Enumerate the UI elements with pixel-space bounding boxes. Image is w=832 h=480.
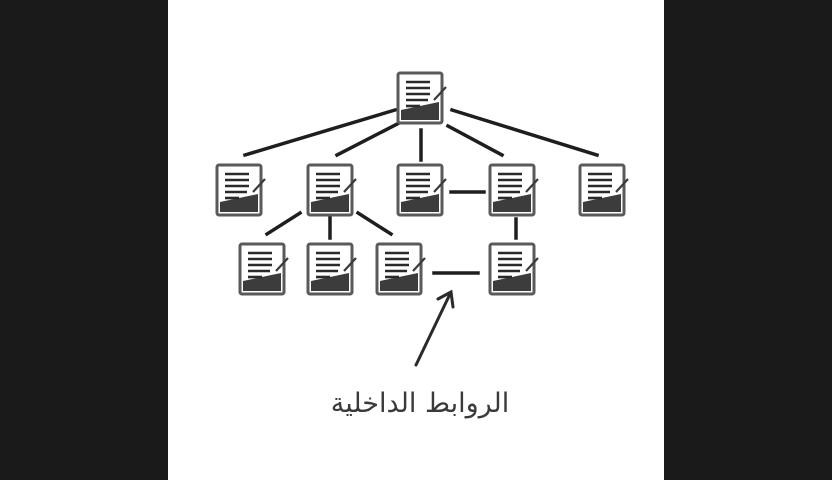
document-icon	[375, 242, 427, 296]
right-letterbox	[664, 0, 832, 480]
document-icon	[215, 163, 267, 217]
document-icon	[488, 242, 540, 296]
document-icon	[238, 242, 290, 296]
arrow-up-right-icon	[414, 289, 455, 367]
document-icon	[578, 163, 630, 217]
link-n2-c1	[264, 210, 303, 237]
link-root-n5	[449, 107, 600, 158]
document-icon	[488, 163, 540, 217]
document-icon	[306, 163, 358, 217]
document-icon	[396, 71, 448, 125]
link-lines	[242, 107, 600, 275]
left-letterbox	[0, 0, 168, 480]
link-root-n4	[445, 123, 505, 158]
link-root-n1	[242, 107, 398, 158]
diagram-caption: الروابط الداخلية	[330, 388, 510, 419]
link-root-n2	[334, 117, 408, 158]
document-icon	[396, 163, 448, 217]
link-n2-c3	[355, 210, 394, 237]
document-icon	[306, 242, 358, 296]
